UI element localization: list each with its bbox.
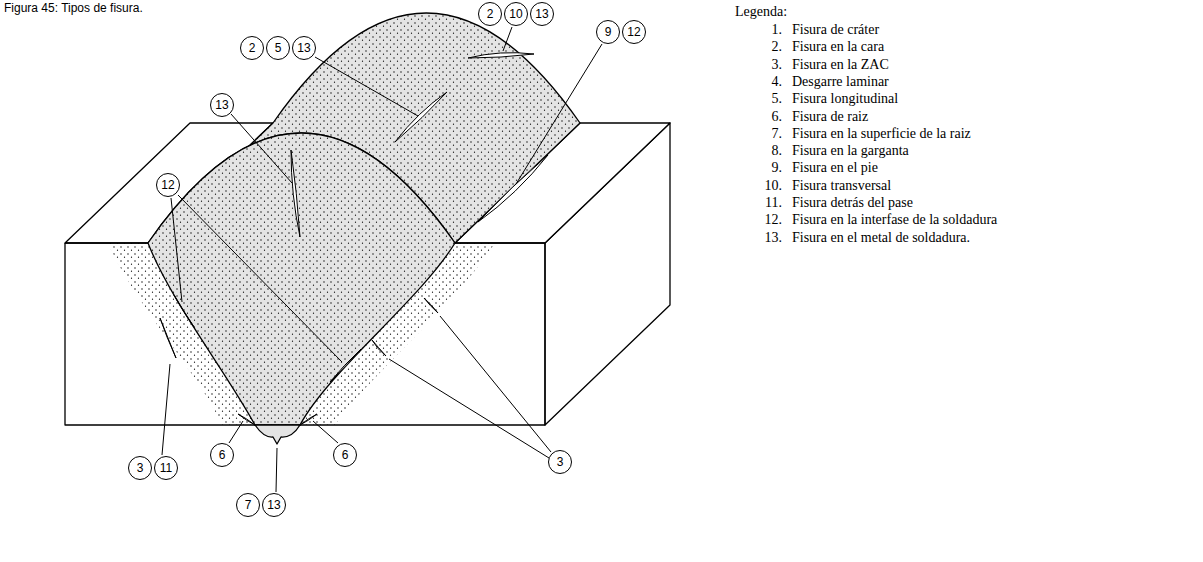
weld-section: [148, 133, 455, 425]
legend-number: 12.: [752, 212, 782, 229]
leader-lines: [162, 27, 602, 492]
legend-text: Fisura en la garganta: [792, 143, 909, 160]
root-bead: [255, 425, 300, 444]
leader-line: [313, 421, 338, 443]
callout-circle: 7: [236, 493, 260, 517]
callout-number: 13: [297, 42, 310, 54]
root-crack: [300, 414, 317, 425]
legend-number: 3.: [752, 57, 782, 74]
leader-line: [315, 57, 418, 116]
root-crack: [238, 414, 255, 425]
legend-text: Fisura en la ZAC: [792, 57, 889, 74]
legend-text: Fisura de raiz: [792, 109, 868, 126]
underbead-crack: [160, 318, 176, 358]
callout-number: 9: [605, 26, 612, 38]
legend-number: 4.: [752, 74, 782, 91]
legend-text: Fisura en el metal de soldadura.: [792, 230, 970, 247]
callout-number: 2: [487, 8, 494, 20]
legend-number: 13.: [752, 230, 782, 247]
leader-line: [389, 359, 549, 458]
callout-number: 12: [627, 26, 640, 38]
callout-circle: 12: [622, 20, 646, 44]
callout-circle: 2: [240, 36, 264, 60]
figure-title: Figura 45: Tipos de fisura.: [4, 1, 143, 15]
callout-number: 2: [249, 42, 256, 54]
cracks: [160, 53, 548, 425]
callout-number: 11: [160, 462, 172, 474]
callout-number: 5: [275, 42, 282, 54]
callout-circle: 10: [504, 2, 528, 26]
callout-circle: 3: [548, 450, 572, 474]
legend-text: Fisura en la superficie de la raiz: [792, 126, 971, 143]
legend-number: 2.: [752, 39, 782, 56]
legend-text: Fisura detrás del pase: [792, 195, 913, 212]
weld-section-stipple: [148, 133, 455, 425]
leader-line: [516, 44, 602, 184]
leader-line: [162, 364, 170, 455]
leader-line: [231, 114, 292, 183]
callout-number: 6: [342, 449, 349, 461]
legend-text: Fisura en la interfase de la soldadura: [792, 212, 997, 229]
callout-number: 7: [245, 499, 252, 511]
legend-number: 5.: [752, 91, 782, 108]
callout-circle: 13: [530, 2, 554, 26]
haz-crack: [372, 340, 386, 356]
legend-text: Fisura transversal: [792, 178, 891, 195]
legend-number: 6.: [752, 109, 782, 126]
legend-number: 1.: [752, 22, 782, 39]
callout-number: 3: [557, 456, 564, 468]
legend-text: Desgarre laminar: [792, 74, 889, 91]
callout-number: 12: [161, 179, 174, 191]
legend-number: 10.: [752, 178, 782, 195]
leader-line: [276, 448, 277, 492]
callout-number: 3: [137, 462, 144, 474]
callout-circle: 3: [128, 456, 152, 480]
legend-number: 9.: [752, 160, 782, 177]
legend-heading: Legenda:: [735, 4, 787, 21]
callout-circle: 13: [262, 493, 286, 517]
haz-crack: [424, 298, 438, 313]
legend-number: 7.: [752, 126, 782, 143]
legend-text: Fisura de cráter: [792, 22, 879, 39]
legend-text: Fisura en el pie: [792, 160, 878, 177]
callout-circle: 5: [266, 36, 290, 60]
callout-circle: 11: [154, 456, 178, 480]
interface-crack: [174, 295, 194, 327]
transverse-crack: [468, 53, 534, 58]
callout-number: 13: [215, 99, 228, 111]
callout-circle: 6: [333, 443, 357, 467]
leader-line: [178, 195, 342, 362]
callout-circle: 12: [156, 173, 180, 197]
front-face-outline: [65, 243, 545, 425]
callout-number: 13: [535, 8, 548, 20]
callout-number: 10: [509, 8, 522, 20]
leader-line: [503, 27, 512, 51]
callout-circle: 2: [478, 2, 502, 26]
callout-circle: 9: [596, 20, 620, 44]
callout-circle: 6: [210, 443, 234, 467]
callout-circle: 13: [292, 36, 316, 60]
callout-number: 13: [267, 499, 280, 511]
callout-number: 6: [219, 449, 226, 461]
legend-text: Fisura longitudinal: [792, 91, 898, 108]
leader-line: [229, 421, 243, 443]
legend-text: Fisura en la cara: [792, 39, 884, 56]
longitudinal-crack: [395, 92, 447, 142]
toe-crack: [478, 155, 548, 222]
callout-circle: 13: [210, 93, 234, 117]
leader-line: [440, 316, 551, 452]
legend-number: 11.: [752, 195, 782, 212]
legend-number: 8.: [752, 143, 782, 160]
weld-metal-crack: [291, 150, 300, 237]
leader-line: [171, 198, 182, 302]
